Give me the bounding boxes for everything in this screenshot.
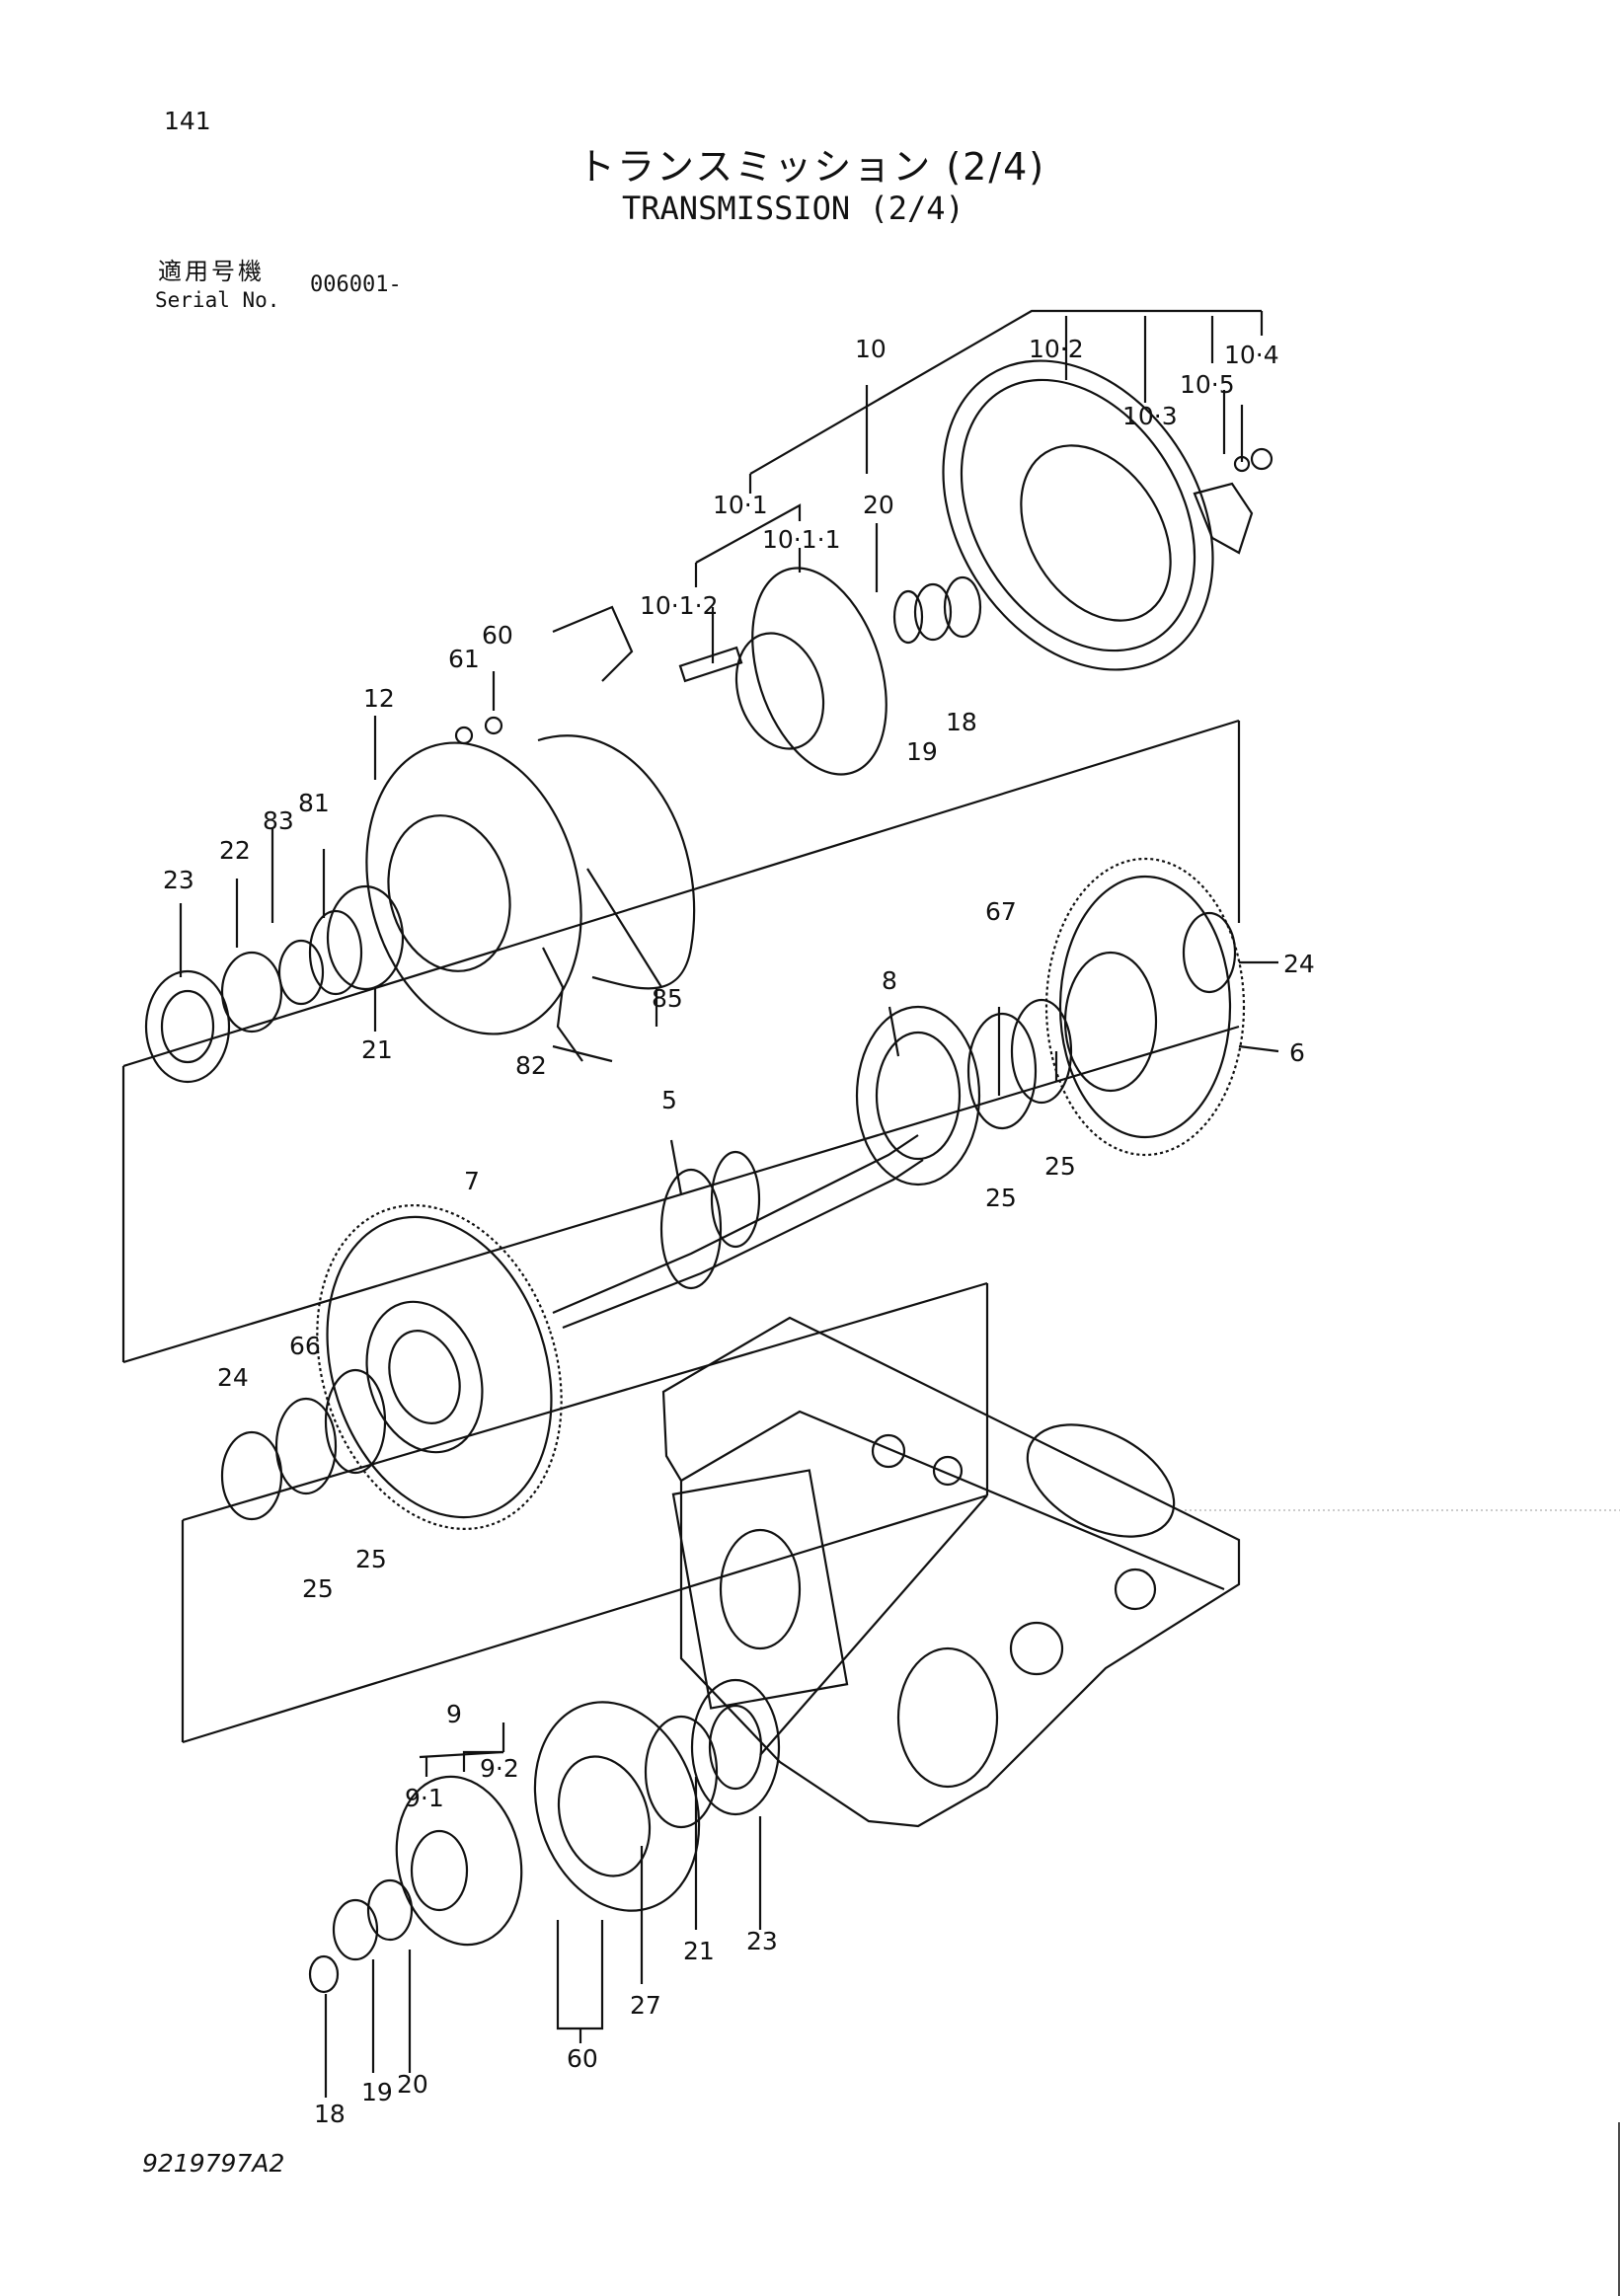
- callout-20-bottom: 20: [397, 2070, 428, 2099]
- callout-10-3: 10·3: [1122, 402, 1178, 430]
- callout-20-top: 20: [863, 491, 894, 519]
- callout-5: 5: [661, 1086, 677, 1114]
- callout-21-top: 21: [361, 1035, 393, 1064]
- callout-23-top: 23: [163, 866, 194, 894]
- callout-24-right: 24: [1283, 950, 1315, 978]
- title-english: TRANSMISSION (2/4): [622, 190, 964, 227]
- callout-67: 67: [985, 897, 1017, 926]
- callout-7: 7: [464, 1167, 480, 1195]
- callout-25-a: 25: [1044, 1152, 1076, 1181]
- callout-25-c: 25: [355, 1545, 387, 1573]
- leader-lines-top: [179, 309, 1279, 1195]
- callout-81: 81: [298, 789, 330, 817]
- callout-10: 10: [855, 335, 887, 363]
- callout-22: 22: [219, 836, 251, 865]
- serial-number-value: 006001-: [310, 272, 402, 297]
- page-number: 141: [164, 107, 211, 135]
- callout-23-bottom: 23: [746, 1927, 778, 1955]
- output-flange-parts: [308, 1283, 1620, 2296]
- callout-9-1: 9·1: [405, 1784, 444, 1812]
- callout-21-bottom: 21: [683, 1937, 715, 1965]
- callout-19-top: 19: [906, 737, 938, 766]
- callout-60-bottom: 60: [567, 2044, 598, 2073]
- callout-10-5: 10·5: [1180, 370, 1235, 399]
- callout-10-1: 10·1: [713, 491, 768, 519]
- callout-85: 85: [652, 984, 683, 1013]
- brake-drum-part: [942, 359, 1273, 671]
- serial-label-english: Serial No.: [155, 288, 280, 312]
- callout-9: 9: [446, 1700, 462, 1728]
- callout-labels: 10 10·2 10·4 10·5 10·3 10·1 10·1·1 10·1·…: [163, 335, 1315, 2128]
- serial-label-japanese: 適用号機: [158, 258, 265, 285]
- callout-19-bottom: 19: [361, 2078, 393, 2106]
- callout-60-top: 60: [482, 621, 513, 650]
- flange-part: [678, 567, 982, 776]
- callout-12: 12: [363, 684, 395, 713]
- callout-83: 83: [263, 806, 294, 835]
- large-gear-part: [220, 1204, 563, 1530]
- title-japanese: トランスミッション (2/4): [578, 145, 1046, 189]
- callout-10-2: 10·2: [1029, 335, 1084, 363]
- callout-8: 8: [882, 966, 897, 995]
- cover-part: [365, 605, 696, 1035]
- callout-6: 6: [1289, 1038, 1305, 1067]
- callout-82: 82: [515, 1051, 547, 1080]
- callout-18-bottom: 18: [314, 2100, 346, 2128]
- callout-24-left: 24: [217, 1363, 249, 1392]
- callout-66: 66: [289, 1332, 321, 1360]
- callout-10-1-2: 10·1·2: [640, 591, 719, 620]
- callout-25-d: 25: [302, 1574, 334, 1603]
- transmission-housing: [661, 1316, 1620, 1828]
- document-number: 9219797A2: [142, 2149, 285, 2178]
- callout-10-1-1: 10·1·1: [762, 525, 841, 554]
- callout-10-4: 10·4: [1224, 341, 1279, 369]
- left-bearings: [144, 884, 583, 1084]
- callout-27: 27: [630, 1991, 661, 2020]
- shaft-and-gears: [552, 857, 1246, 1330]
- callout-61: 61: [448, 645, 480, 673]
- callout-9-2: 9·2: [480, 1754, 519, 1783]
- boundary-lines: [121, 719, 1241, 1744]
- callout-25-b: 25: [985, 1184, 1017, 1212]
- callout-18-top: 18: [946, 708, 977, 736]
